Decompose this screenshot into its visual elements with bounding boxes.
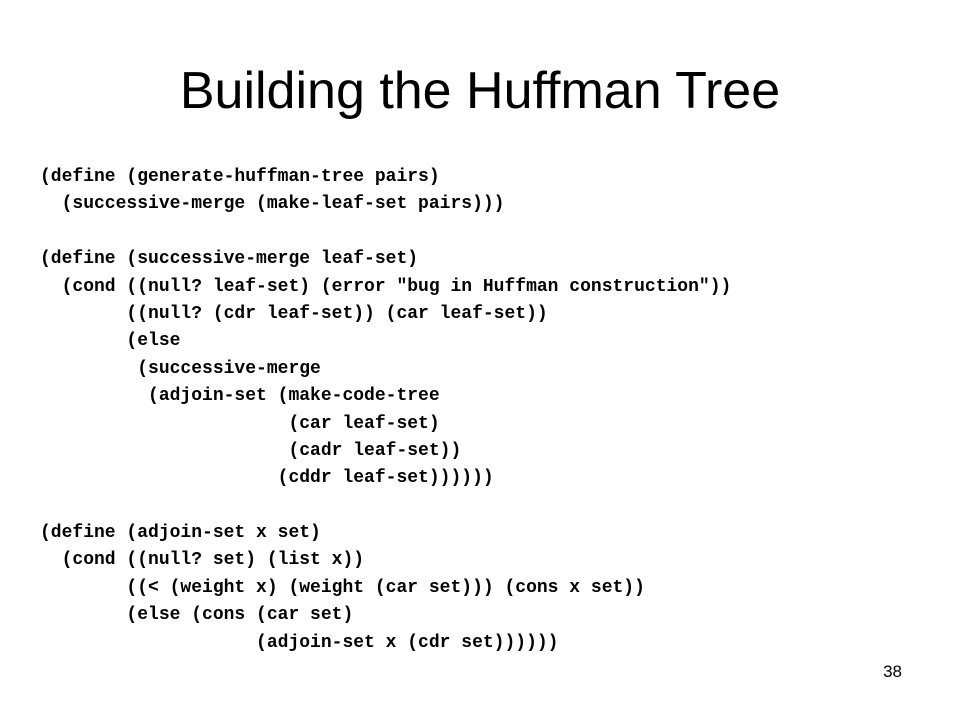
code-line: (cond ((null? leaf-set) (error "bug in H… xyxy=(40,276,732,297)
code-line: (cadr leaf-set)) xyxy=(40,440,462,461)
code-line: (successive-merge (make-leaf-set pairs))… xyxy=(40,194,505,215)
code-line: (adjoin-set (make-code-tree xyxy=(40,386,440,407)
code-line: (adjoin-set x (cdr set)))))) xyxy=(40,632,559,653)
slide-title: Building the Huffman Tree xyxy=(179,62,781,120)
code-line: (successive-merge xyxy=(40,358,321,379)
code-line: (cond ((null? set) (list x)) xyxy=(40,550,365,571)
page-number: 38 xyxy=(883,662,902,681)
code-line: ((null? (cdr leaf-set)) (car leaf-set)) xyxy=(40,303,548,324)
code-line: (car leaf-set) xyxy=(40,413,440,434)
code-line: ((< (weight x) (weight (car set))) (cons… xyxy=(40,577,645,598)
code-line: (else xyxy=(40,331,181,352)
code-block: (define (generate-huffman-tree pairs) (s… xyxy=(40,164,940,657)
code-line: (cddr leaf-set)))))) xyxy=(40,468,494,489)
code-line: (define (generate-huffman-tree pairs) xyxy=(40,167,440,187)
code-line xyxy=(40,219,940,246)
code-line xyxy=(40,493,940,520)
code-line: (else (cons (car set) xyxy=(40,605,354,626)
code-line: (define (successive-merge leaf-set) xyxy=(40,249,419,270)
code-line: (define (adjoin-set x set) xyxy=(40,523,321,544)
